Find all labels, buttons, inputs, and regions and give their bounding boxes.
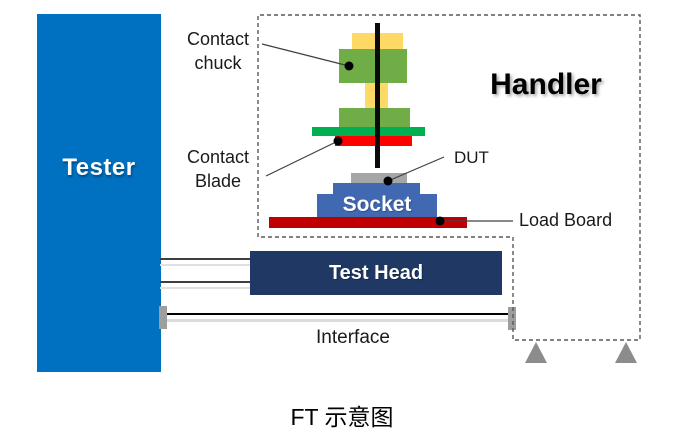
load-board-label: Load Board xyxy=(519,210,613,230)
diagram-caption: FT 示意图 xyxy=(290,404,394,430)
contact-blade-label-line2: Blade xyxy=(194,171,242,191)
blade-leader-line xyxy=(265,140,339,177)
chuck-upper-green-block xyxy=(339,49,407,83)
contact-chuck-label-line1: Contact xyxy=(186,29,250,49)
interface-connector-right xyxy=(508,307,516,330)
socket-block: Socket xyxy=(317,194,437,217)
chuck-needle xyxy=(375,23,380,168)
load-board-block xyxy=(269,217,467,228)
interface-cable-line xyxy=(167,313,511,315)
contact-bar-green-block xyxy=(312,127,425,136)
contact-blade-red-block xyxy=(335,136,412,146)
contact-chuck-label: Contact chuck xyxy=(176,27,260,75)
contact-blade-label-line1: Contact xyxy=(186,147,250,167)
interface-cable-highlight xyxy=(167,319,511,322)
dock-rail-bottom-light xyxy=(160,287,251,289)
alignment-triangle-right-icon xyxy=(615,342,637,363)
tester-label: Tester xyxy=(62,154,136,181)
chuck-leader-line xyxy=(261,43,350,67)
handler-label: Handler xyxy=(490,68,602,101)
test-head-block: Test Head xyxy=(250,251,502,295)
alignment-triangle-left-icon xyxy=(525,342,547,363)
tester-block: Tester xyxy=(37,14,161,372)
interface-connector-left xyxy=(159,306,167,329)
dock-rail-bottom-dark xyxy=(160,281,251,283)
test-head-label: Test Head xyxy=(328,261,424,284)
contact-blade-label: Contact Blade xyxy=(176,145,260,193)
dut-label: DUT xyxy=(454,148,489,167)
socket-label: Socket xyxy=(342,193,412,216)
interface-label: Interface xyxy=(316,327,390,348)
dock-rail-top-light xyxy=(160,264,251,266)
contact-chuck-label-line2: chuck xyxy=(194,53,242,73)
dock-rail-top-dark xyxy=(160,258,251,260)
